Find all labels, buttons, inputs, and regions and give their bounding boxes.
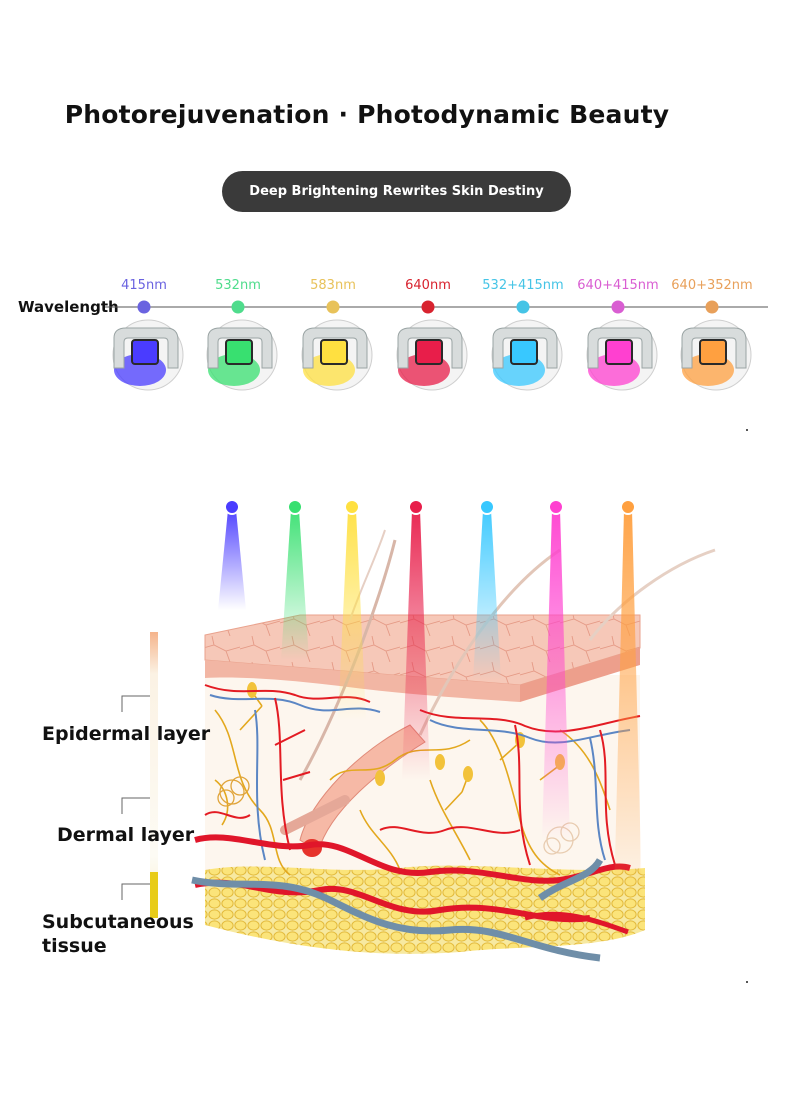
- device-arm: [492, 327, 558, 369]
- light-beam: [473, 510, 501, 680]
- light-beam: [402, 510, 430, 780]
- layer-strip: [150, 632, 158, 912]
- wavelength-dot: [231, 300, 245, 314]
- wavelength-row: 415nm 532nm 583nm 640nm 532+415nm 640+415nm 64…: [105, 278, 768, 391]
- light-beam: [338, 510, 366, 720]
- wavelength-item: 532+415nm: [482, 278, 564, 391]
- epidermal-layer-label: Epidermal layer: [42, 723, 211, 745]
- light-source-dot: [620, 499, 636, 515]
- light-beam: [281, 510, 309, 660]
- light-source-dot: [287, 499, 303, 515]
- led-panel: [320, 339, 348, 365]
- dermal-layer-label: Dermal layer: [57, 824, 195, 846]
- device-arm: [302, 327, 368, 369]
- subcutaneous-tissue-label: Subcutaneous tissue: [42, 911, 194, 957]
- led-panel: [415, 339, 443, 365]
- artifact-dot: [746, 981, 748, 983]
- wavelength-label: 640nm: [405, 278, 451, 293]
- light-beam: [542, 510, 570, 840]
- epidermal-callout: [121, 695, 150, 712]
- wavelength-item: 583nm: [301, 278, 373, 391]
- light-source-dot: [224, 499, 240, 515]
- wavelength-item: 640+352nm: [671, 278, 753, 391]
- led-panel: [225, 339, 253, 365]
- wavelength-label: 532nm: [215, 278, 261, 293]
- artifact-dot: [746, 429, 748, 431]
- led-panel: [131, 339, 159, 365]
- sebaceous-duct: [280, 795, 350, 835]
- device-arm: [113, 327, 179, 369]
- wavelength-label: 583nm: [310, 278, 356, 293]
- deep-artery: [524, 911, 629, 935]
- layer-strip-subcutaneous: [150, 872, 158, 918]
- page-title: Photorejuvenation · Photodynamic Beauty: [64, 100, 670, 129]
- wavelength-label: 640+415nm: [577, 278, 658, 293]
- sweat-gland: [217, 776, 250, 807]
- wavelength-dot: [421, 300, 435, 314]
- device-arm: [397, 327, 463, 369]
- device-arm: [587, 327, 653, 369]
- wavelength-label: 415nm: [121, 278, 167, 293]
- light-source-dot: [344, 499, 360, 515]
- light-beam: [614, 510, 642, 900]
- light-beam: [218, 510, 246, 610]
- device-arm: [207, 327, 273, 369]
- wavelength-dot: [516, 300, 530, 314]
- wavelength-dot: [137, 300, 151, 314]
- subcutaneous-callout: [121, 883, 150, 900]
- wavelength-item: 640nm: [396, 278, 468, 391]
- light-source-dot: [479, 499, 495, 515]
- device-arm: [681, 327, 747, 369]
- hair-strand: [588, 548, 716, 641]
- deep-vein: [537, 858, 604, 901]
- wavelength-dot: [705, 300, 719, 314]
- wavelength-dot: [611, 300, 625, 314]
- led-panel: [699, 339, 727, 365]
- subtitle-badge: Deep Brightening Rewrites Skin Destiny: [222, 171, 571, 212]
- wavelength-item: 415nm: [112, 278, 184, 391]
- light-source-dot: [548, 499, 564, 515]
- led-panel: [605, 339, 633, 365]
- subtitle-text: Deep Brightening Rewrites Skin Destiny: [249, 184, 544, 199]
- light-source-dot: [408, 499, 424, 515]
- wavelength-item: 532nm: [206, 278, 278, 391]
- skin-diagram: [121, 499, 716, 962]
- wavelength-label: 532+415nm: [482, 278, 563, 293]
- deep-vein: [191, 876, 601, 962]
- wavelength-dot: [326, 300, 340, 314]
- wavelength-axis-label: Wavelength: [18, 298, 119, 316]
- led-panel: [510, 339, 538, 365]
- wavelength-item: 640+415nm: [577, 278, 659, 391]
- dermal-callout: [121, 797, 150, 814]
- wavelength-label: 640+352nm: [671, 278, 752, 293]
